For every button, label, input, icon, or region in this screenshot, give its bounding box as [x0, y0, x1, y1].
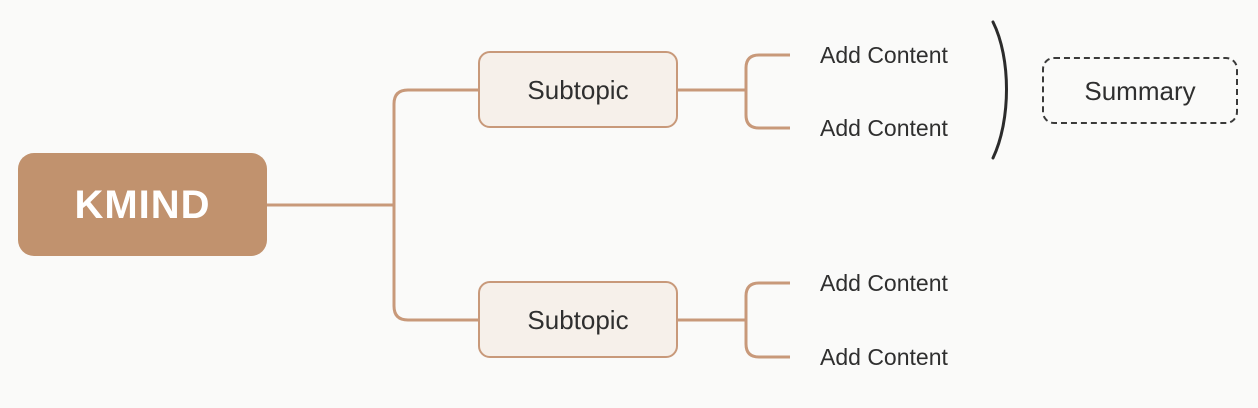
node-subtopic-top-label: Subtopic: [527, 74, 629, 105]
node-subtopic-bottom-label: Subtopic: [527, 304, 629, 335]
edge-leaf-top-1: [744, 53, 790, 90]
node-leaf-top-1[interactable]: Add Content: [820, 39, 948, 71]
edge-leaf-bottom-1: [744, 281, 790, 320]
node-leaf-top-2-label: Add Content: [820, 114, 948, 141]
node-leaf-bottom-1[interactable]: Add Content: [820, 267, 948, 299]
node-leaf-top-1-label: Add Content: [820, 41, 948, 68]
summary-bracket-icon: [991, 20, 1008, 160]
node-leaf-bottom-2[interactable]: Add Content: [820, 341, 948, 373]
node-root-label: KMIND: [74, 182, 211, 227]
node-leaf-bottom-2-label: Add Content: [820, 343, 948, 370]
edge-trunk-to-subtopic-top: [392, 88, 478, 205]
node-subtopic-bottom[interactable]: Subtopic: [478, 281, 678, 358]
edge-trunk-to-subtopic-bottom: [392, 205, 478, 322]
edge-leaf-bottom-2: [744, 320, 790, 359]
node-summary[interactable]: Summary: [1042, 57, 1238, 124]
node-subtopic-top[interactable]: Subtopic: [478, 51, 678, 128]
node-summary-label: Summary: [1084, 75, 1196, 106]
node-root-kmind[interactable]: KMIND: [18, 153, 267, 256]
node-leaf-top-2[interactable]: Add Content: [820, 112, 948, 144]
edge-leaf-top-2: [744, 90, 790, 130]
node-leaf-bottom-1-label: Add Content: [820, 269, 948, 296]
